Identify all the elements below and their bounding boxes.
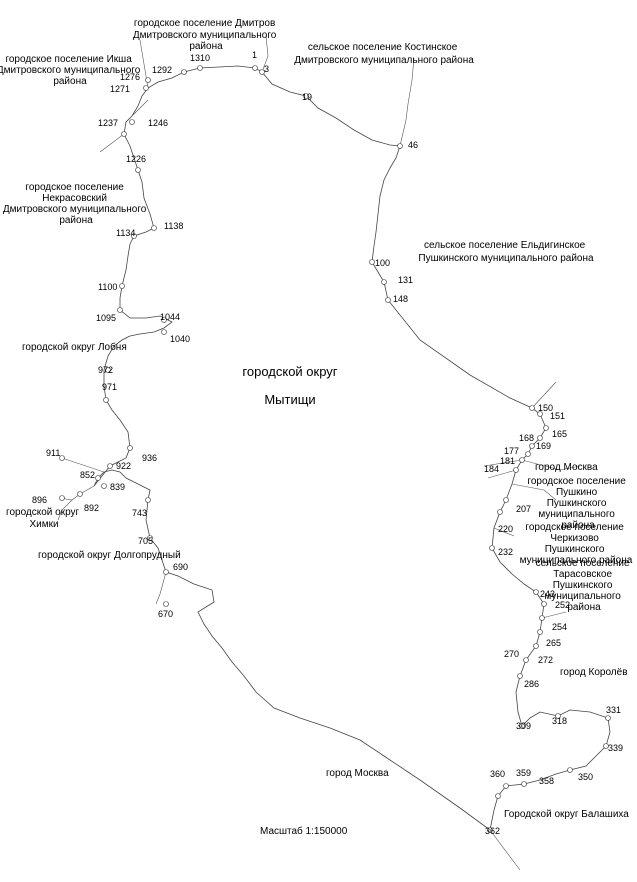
district-boundary (93, 65, 611, 831)
point-label: 1 (252, 50, 257, 60)
point-label: 1310 (190, 53, 210, 63)
point-label: 184 (484, 464, 499, 474)
point-label: 243 (540, 589, 555, 599)
point-label: 169 (536, 441, 551, 451)
point-label: 971 (102, 382, 117, 392)
point-label: 331 (606, 705, 621, 715)
region-label-lobnya: городской округ Лобня (22, 341, 127, 353)
point-label: 1100 (98, 282, 117, 292)
point-label: 1276 (120, 72, 140, 82)
point-label: 911 (46, 448, 60, 458)
point-label: 705 (138, 536, 153, 546)
point-label: 1044 (160, 312, 180, 322)
scale-label: Масштаб 1:150000 (260, 825, 348, 837)
region-label-moscow-east: город Москва (535, 462, 598, 473)
point-label: 670 (158, 609, 173, 619)
point-label: 181 (500, 456, 515, 466)
point-label: 150 (538, 403, 553, 413)
region-label-nekrasovsky: городское поселение Некрасовский Дмитров… (3, 182, 149, 226)
region-label-dolgoprudny: городской округ Долгопрудный (38, 550, 181, 561)
point-label: 1134 (116, 228, 135, 238)
point-label: 46 (408, 140, 418, 150)
point-label: 922 (116, 461, 131, 471)
point-label: 1138 (164, 221, 183, 231)
center-label-line2: Мытищи (264, 392, 315, 407)
point-label: 896 (32, 495, 47, 505)
point-label: 309 (516, 721, 531, 731)
region-label-dmitrov: городское поселение Дмитров Дмитровского… (133, 18, 279, 52)
point-label: 359 (516, 768, 531, 778)
point-label: 3 (264, 64, 269, 74)
point-label: 151 (550, 411, 565, 421)
region-label-cherkizovo: городское поселение Черкизово Пушкинског… (520, 522, 633, 566)
region-label-balashikha: Городской округ Балашиха (504, 809, 629, 820)
region-label-eldiginskoe: сельское поселение Ельдигинское Пушкинск… (418, 240, 594, 264)
point-label: 358 (539, 776, 554, 786)
point-label: 743 (132, 508, 147, 518)
point-label: 1271 (110, 84, 130, 94)
point-label: 318 (552, 716, 567, 726)
point-markers (59, 65, 611, 833)
point-label: 339 (608, 743, 623, 753)
point-label: 852 (80, 470, 95, 480)
point-label: 252 (555, 600, 570, 610)
region-label-moscow-south: город Москва (326, 768, 389, 779)
center-label-line1: городской округ (242, 364, 337, 379)
point-label: 1226 (126, 154, 146, 164)
point-label: 265 (546, 638, 561, 648)
point-label: 100 (375, 258, 390, 268)
point-label: 168 (519, 433, 534, 443)
point-label: 690 (173, 562, 188, 572)
point-label: 972 (98, 365, 113, 375)
region-label-pushkino: городское поселение Пушкино Пушкинского … (527, 476, 628, 531)
point-label: 360 (490, 769, 505, 779)
point-label: 286 (524, 679, 539, 689)
point-label: 1237 (98, 118, 118, 128)
point-label: 1040 (170, 334, 190, 344)
point-label: 936 (142, 453, 157, 463)
point-label: 272 (538, 655, 553, 665)
point-label: 165 (552, 429, 567, 439)
point-label: 19 (302, 92, 312, 102)
neighbor-boundaries (57, 35, 581, 871)
point-label: 892 (84, 503, 99, 513)
point-label: 207 (516, 504, 531, 514)
point-label: 1292 (152, 65, 172, 75)
region-labels: городское поселение Дмитров Дмитровского… (0, 18, 633, 820)
point-label: 350 (578, 772, 593, 782)
point-label: 220 (498, 524, 513, 534)
point-label: 270 (504, 649, 519, 659)
region-label-iksha: городское поселение Икша Дмитровского му… (0, 54, 143, 87)
point-label: 362 (485, 826, 500, 836)
point-label: 254 (552, 622, 567, 632)
point-label: 1095 (96, 313, 116, 323)
region-label-khimki: городской округ Химки (6, 507, 82, 530)
point-label: 148 (393, 294, 408, 304)
point-labels: 1 3 19 46 100 131 148 150 151 165 168 16… (32, 50, 623, 836)
region-label-korolev: город Королёв (560, 667, 628, 678)
point-label: 839 (110, 482, 125, 492)
point-label: 232 (498, 547, 513, 557)
region-label-kostino: сельское поселение Костинское Дмитровско… (294, 42, 474, 66)
point-label: 131 (398, 275, 413, 285)
point-label: 177 (504, 446, 519, 456)
region-label-tarasovskoe: сельское поселение Тарасовское Пушкинско… (536, 558, 633, 613)
point-label: 1246 (148, 118, 168, 128)
